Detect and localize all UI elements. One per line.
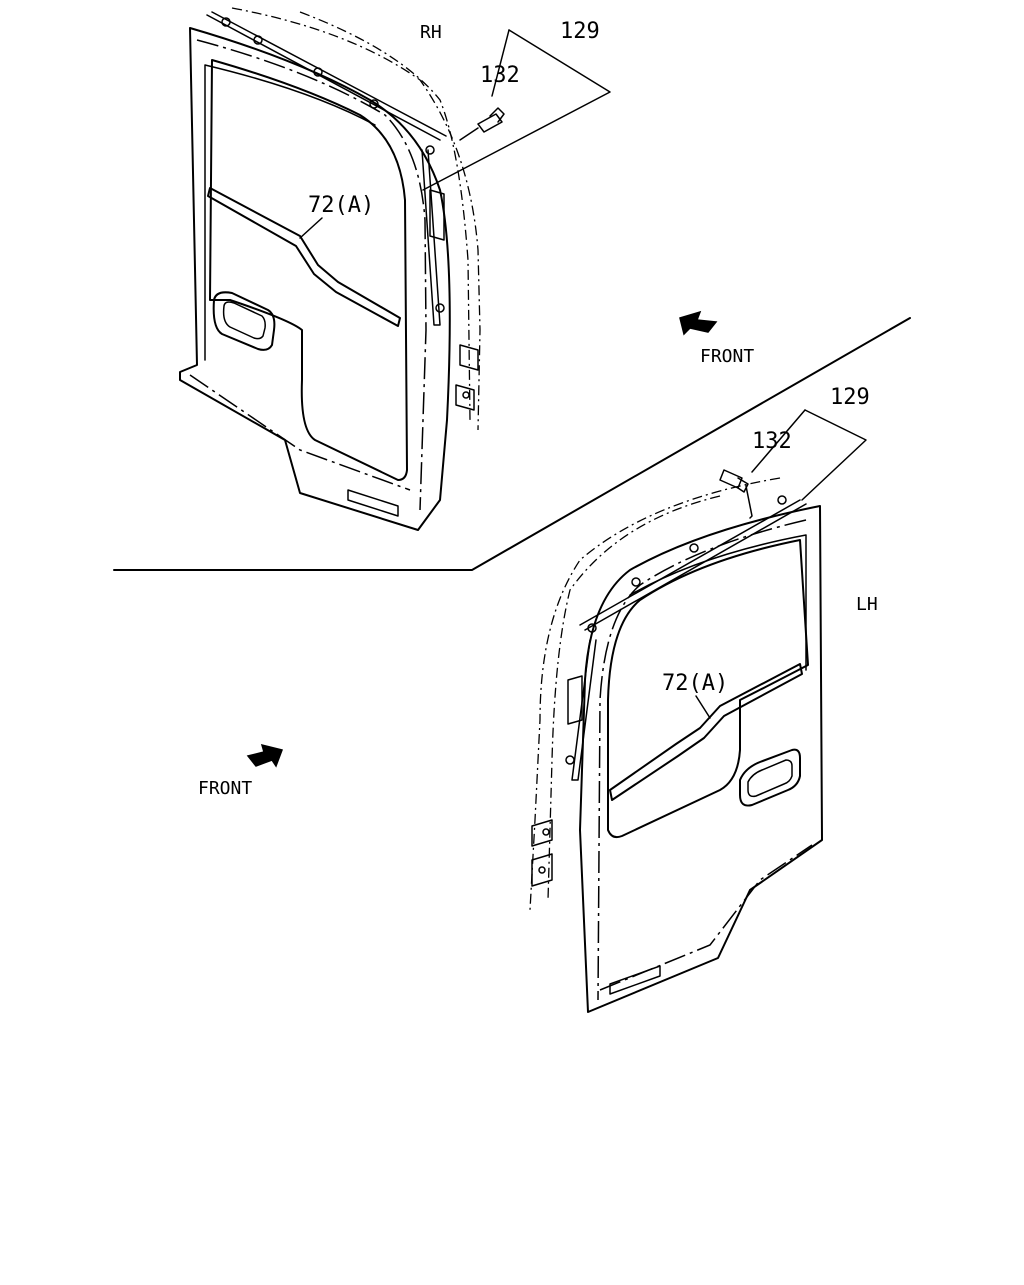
- section-divider-line: [113, 317, 911, 571]
- rh-leader-129b: [491, 29, 510, 97]
- rh-door-assembly: [179, 7, 611, 531]
- front-label-left: FRONT: [198, 778, 252, 799]
- rh-window-opening: [209, 59, 408, 481]
- rh-weatherstrip-clips: [206, 11, 447, 313]
- lh-fastener-132: [719, 469, 753, 519]
- rh-hinges: [429, 189, 479, 411]
- front-arrow-left-icon: [246, 743, 283, 768]
- lh-part-132-label: 132: [752, 429, 792, 454]
- rh-door-outer-panel: [179, 27, 451, 531]
- lh-door-bottom-dashes: [599, 844, 813, 991]
- front-label-right: FRONT: [700, 346, 754, 367]
- lh-leader-72a: [695, 695, 711, 719]
- lh-door-inner-outline: [597, 519, 807, 1001]
- lh-body-frame-2: [547, 495, 721, 901]
- lh-bottom-plate: [609, 965, 661, 995]
- lh-body-frame: [529, 477, 781, 911]
- lh-leader-129b: [751, 409, 806, 473]
- lh-part-72a-label: 72(A): [662, 671, 728, 696]
- rh-bottom-plate: [347, 489, 399, 517]
- front-arrow-right-icon: [679, 310, 718, 336]
- rh-belt-moulding: [207, 187, 401, 327]
- lh-part-129-label: 129: [830, 385, 870, 410]
- lh-door-handle: [739, 748, 801, 807]
- lh-window-opening: [607, 539, 809, 839]
- lh-vertical-weatherstrip: [571, 639, 597, 781]
- rh-part-129-label: 129: [560, 19, 600, 44]
- rh-door-bottom-dashes: [189, 374, 411, 491]
- lh-weatherstrip-clips: [565, 495, 807, 765]
- lh-label: LH: [856, 594, 878, 615]
- rh-leader-129: [422, 29, 611, 191]
- lh-door-handle-inner: [747, 759, 793, 798]
- lh-leader-129: [801, 409, 867, 501]
- rh-fastener-132: [459, 107, 505, 141]
- rh-window-inner-frame: [204, 64, 376, 361]
- rh-part-72a-label: 72(A): [308, 193, 374, 218]
- lh-door-assembly: [529, 409, 867, 1013]
- rh-body-frame-2: [299, 11, 471, 421]
- rh-part-132-label: 132: [480, 63, 520, 88]
- lh-hinges: [531, 675, 583, 887]
- rh-door-inner-outline: [196, 39, 427, 511]
- rh-label: RH: [420, 22, 442, 43]
- rh-leader-72a: [299, 217, 323, 239]
- rh-door-handle-inner: [222, 301, 266, 340]
- lh-belt-moulding: [609, 663, 803, 801]
- rh-door-handle: [212, 291, 276, 351]
- rh-body-frame: [231, 7, 481, 431]
- lh-door-outer-panel: [579, 505, 823, 1013]
